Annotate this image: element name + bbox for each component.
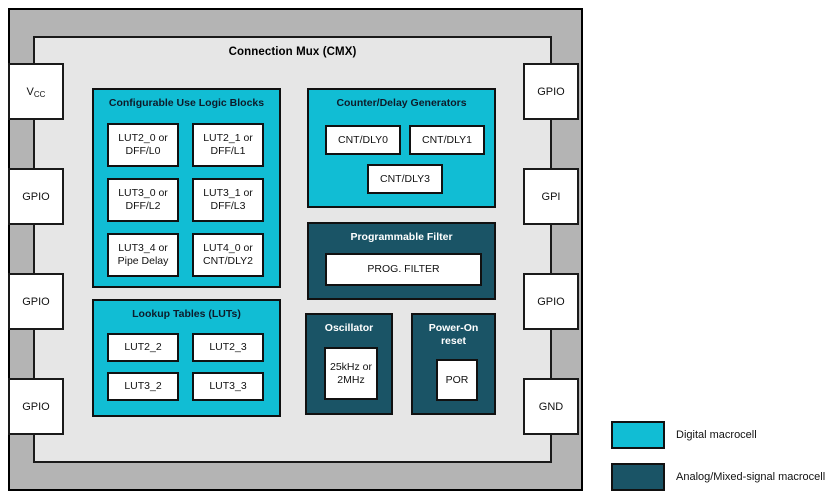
- cell-por[interactable]: POR: [436, 359, 478, 401]
- pin-right-gpi-label: GPI: [541, 190, 561, 203]
- pin-gnd[interactable]: GND: [523, 378, 579, 435]
- group-configurable-logic-blocks-title: Configurable Use Logic Blocks: [108, 97, 265, 109]
- cell-lut2-1[interactable]: LUT2_1 or DFF/L1: [192, 123, 264, 167]
- group-configurable-logic-blocks[interactable]: Configurable Use Logic Blocks LUT2_0 or …: [92, 88, 281, 288]
- group-oscillator[interactable]: Oscillator 25kHz or 2MHz: [305, 313, 393, 415]
- pin-right-gpio-2[interactable]: GPIO: [523, 273, 579, 330]
- cell-cnt-dly3[interactable]: CNT/DLY3: [367, 164, 443, 194]
- legend-label-analog: Analog/Mixed-signal macrocell: [676, 471, 826, 483]
- cell-lut4-0[interactable]: LUT4_0 or CNT/DLY2: [192, 233, 264, 277]
- cell-cnt-dly0[interactable]: CNT/DLY0: [325, 125, 401, 155]
- pin-right-gpi[interactable]: GPI: [523, 168, 579, 225]
- cell-prog-filter[interactable]: PROG. FILTER: [325, 253, 482, 286]
- pin-left-gpio-1-label: GPIO: [22, 190, 50, 203]
- pin-left-gpio-3[interactable]: GPIO: [8, 378, 64, 435]
- group-oscillator-title: Oscillator: [324, 322, 374, 334]
- group-power-on-reset-title: Power-On reset: [428, 322, 479, 347]
- pin-gnd-label: GND: [538, 400, 564, 413]
- pin-left-gpio-3-label: GPIO: [22, 400, 50, 413]
- group-programmable-filter[interactable]: Programmable Filter PROG. FILTER: [307, 222, 496, 300]
- cell-lut3-2[interactable]: LUT3_2: [107, 372, 179, 401]
- cell-oscillator-frequency[interactable]: 25kHz or 2MHz: [324, 347, 378, 400]
- pin-right-gpio-0-label: GPIO: [537, 85, 565, 98]
- group-programmable-filter-title: Programmable Filter: [350, 231, 453, 243]
- cell-lut2-2[interactable]: LUT2_2: [107, 333, 179, 362]
- cell-lut3-4[interactable]: LUT3_4 or Pipe Delay: [107, 233, 179, 277]
- group-power-on-reset[interactable]: Power-On reset POR: [411, 313, 496, 415]
- pin-vcc-label: VCC: [26, 85, 46, 99]
- cell-lut2-3[interactable]: LUT2_3: [192, 333, 264, 362]
- group-lookup-tables[interactable]: Lookup Tables (LUTs) LUT2_2 LUT2_3 LUT3_…: [92, 299, 281, 417]
- cell-lut3-3[interactable]: LUT3_3: [192, 372, 264, 401]
- cell-lut3-1[interactable]: LUT3_1 or DFF/L3: [192, 178, 264, 222]
- legend-label-digital: Digital macrocell: [676, 429, 757, 441]
- cell-cnt-dly1[interactable]: CNT/DLY1: [409, 125, 485, 155]
- group-lookup-tables-title: Lookup Tables (LUTs): [132, 308, 241, 320]
- pin-left-gpio-2-label: GPIO: [22, 295, 50, 308]
- legend-swatch-digital: [611, 421, 665, 449]
- connection-mux-title: Connection Mux (CMX): [228, 46, 357, 58]
- pin-right-gpio-2-label: GPIO: [537, 295, 565, 308]
- cell-lut2-0[interactable]: LUT2_0 or DFF/L0: [107, 123, 179, 167]
- group-counter-delay-generators-title: Counter/Delay Generators: [336, 97, 467, 109]
- group-counter-delay-generators[interactable]: Counter/Delay Generators CNT/DLY0 CNT/DL…: [307, 88, 496, 208]
- legend-swatch-analog: [611, 463, 665, 491]
- pin-left-gpio-1[interactable]: GPIO: [8, 168, 64, 225]
- pin-vcc[interactable]: VCC: [8, 63, 64, 120]
- cell-lut3-0[interactable]: LUT3_0 or DFF/L2: [107, 178, 179, 222]
- pin-right-gpio-0[interactable]: GPIO: [523, 63, 579, 120]
- pin-left-gpio-2[interactable]: GPIO: [8, 273, 64, 330]
